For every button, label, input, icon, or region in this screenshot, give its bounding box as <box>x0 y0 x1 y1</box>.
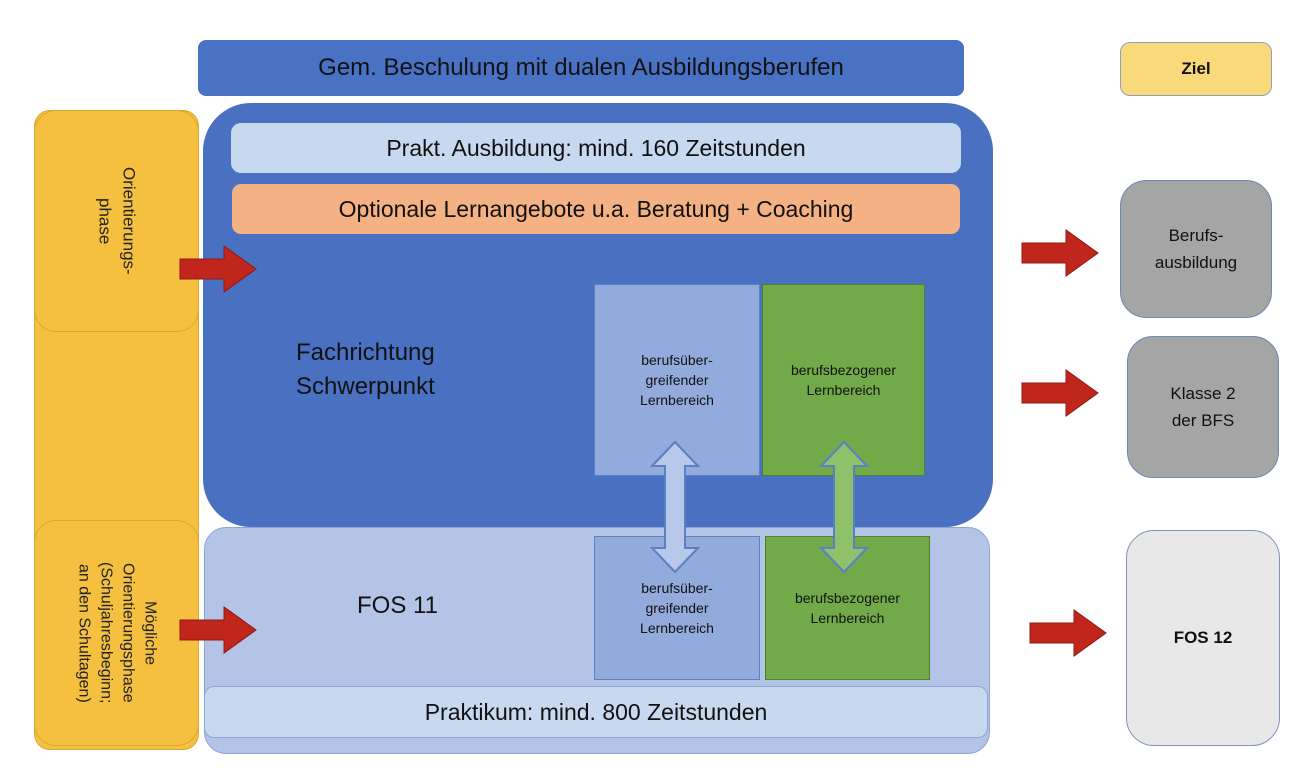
fos11-label: FOS 11 <box>357 592 438 619</box>
goal-class2-bfs: Klasse 2 der BFS <box>1127 336 1279 478</box>
practical-training-label: Prakt. Ausbildung: mind. 160 Zeitstunden <box>386 134 806 161</box>
arrow-to-fos12 <box>1029 609 1107 657</box>
internship-label: Praktikum: mind. 800 Zeitstunden <box>424 698 768 725</box>
fos-cross-vocational-label: berufsüber- greifender Lernbereich <box>640 580 714 636</box>
header-title: Gem. Beschulung mit dualen Ausbildungsbe… <box>318 54 844 81</box>
practical-training-bar: Prakt. Ausbildung: mind. 160 Zeitstunden <box>231 123 961 173</box>
orientation-phase-label: Orientierungs- phase <box>95 167 139 275</box>
double-arrow-cross-vocational <box>649 440 701 574</box>
optional-orientation-label: Mögliche Orientierungsphase (Schuljahres… <box>75 562 159 704</box>
goal-fos12-label: FOS 12 <box>1173 628 1233 647</box>
double-arrow-vocational <box>818 440 870 574</box>
field-of-study-label: Fachrichtung Schwerpunkt <box>296 339 435 400</box>
internship-bar: Praktikum: mind. 800 Zeitstunden <box>204 686 988 738</box>
optional-orientation-box: Mögliche Orientierungsphase (Schuljahres… <box>34 520 199 746</box>
arrow-orientation-to-bfs <box>179 245 257 293</box>
goal-vocational-training-label: Berufs- ausbildung <box>1154 226 1238 272</box>
goal-class2-bfs-label: Klasse 2 der BFS <box>1170 384 1236 430</box>
orientation-phase-box: Orientierungs- phase <box>34 110 199 332</box>
header-bar: Gem. Beschulung mit dualen Ausbildungsbe… <box>198 40 964 96</box>
bfs-vocational-label: berufsbezogener Lernbereich <box>790 362 897 398</box>
legend-ziel-label: Ziel <box>1181 59 1211 78</box>
fos-vocational-label: berufsbezogener Lernbereich <box>794 590 901 626</box>
optional-offers-label: Optionale Lernangebote u.a. Beratung + C… <box>338 195 854 222</box>
goal-fos12: FOS 12 <box>1126 530 1280 746</box>
arrow-orientation-to-fos <box>179 606 257 654</box>
fos-cross-vocational-area: berufsüber- greifender Lernbereich <box>594 536 760 680</box>
arrow-to-class2 <box>1021 369 1099 417</box>
bfs-cross-vocational-label: berufsüber- greifender Lernbereich <box>640 352 714 408</box>
optional-offers-bar: Optionale Lernangebote u.a. Beratung + C… <box>231 183 961 235</box>
legend-ziel: Ziel <box>1120 42 1272 96</box>
goal-vocational-training: Berufs- ausbildung <box>1120 180 1272 318</box>
arrow-to-vocational-training <box>1021 229 1099 277</box>
